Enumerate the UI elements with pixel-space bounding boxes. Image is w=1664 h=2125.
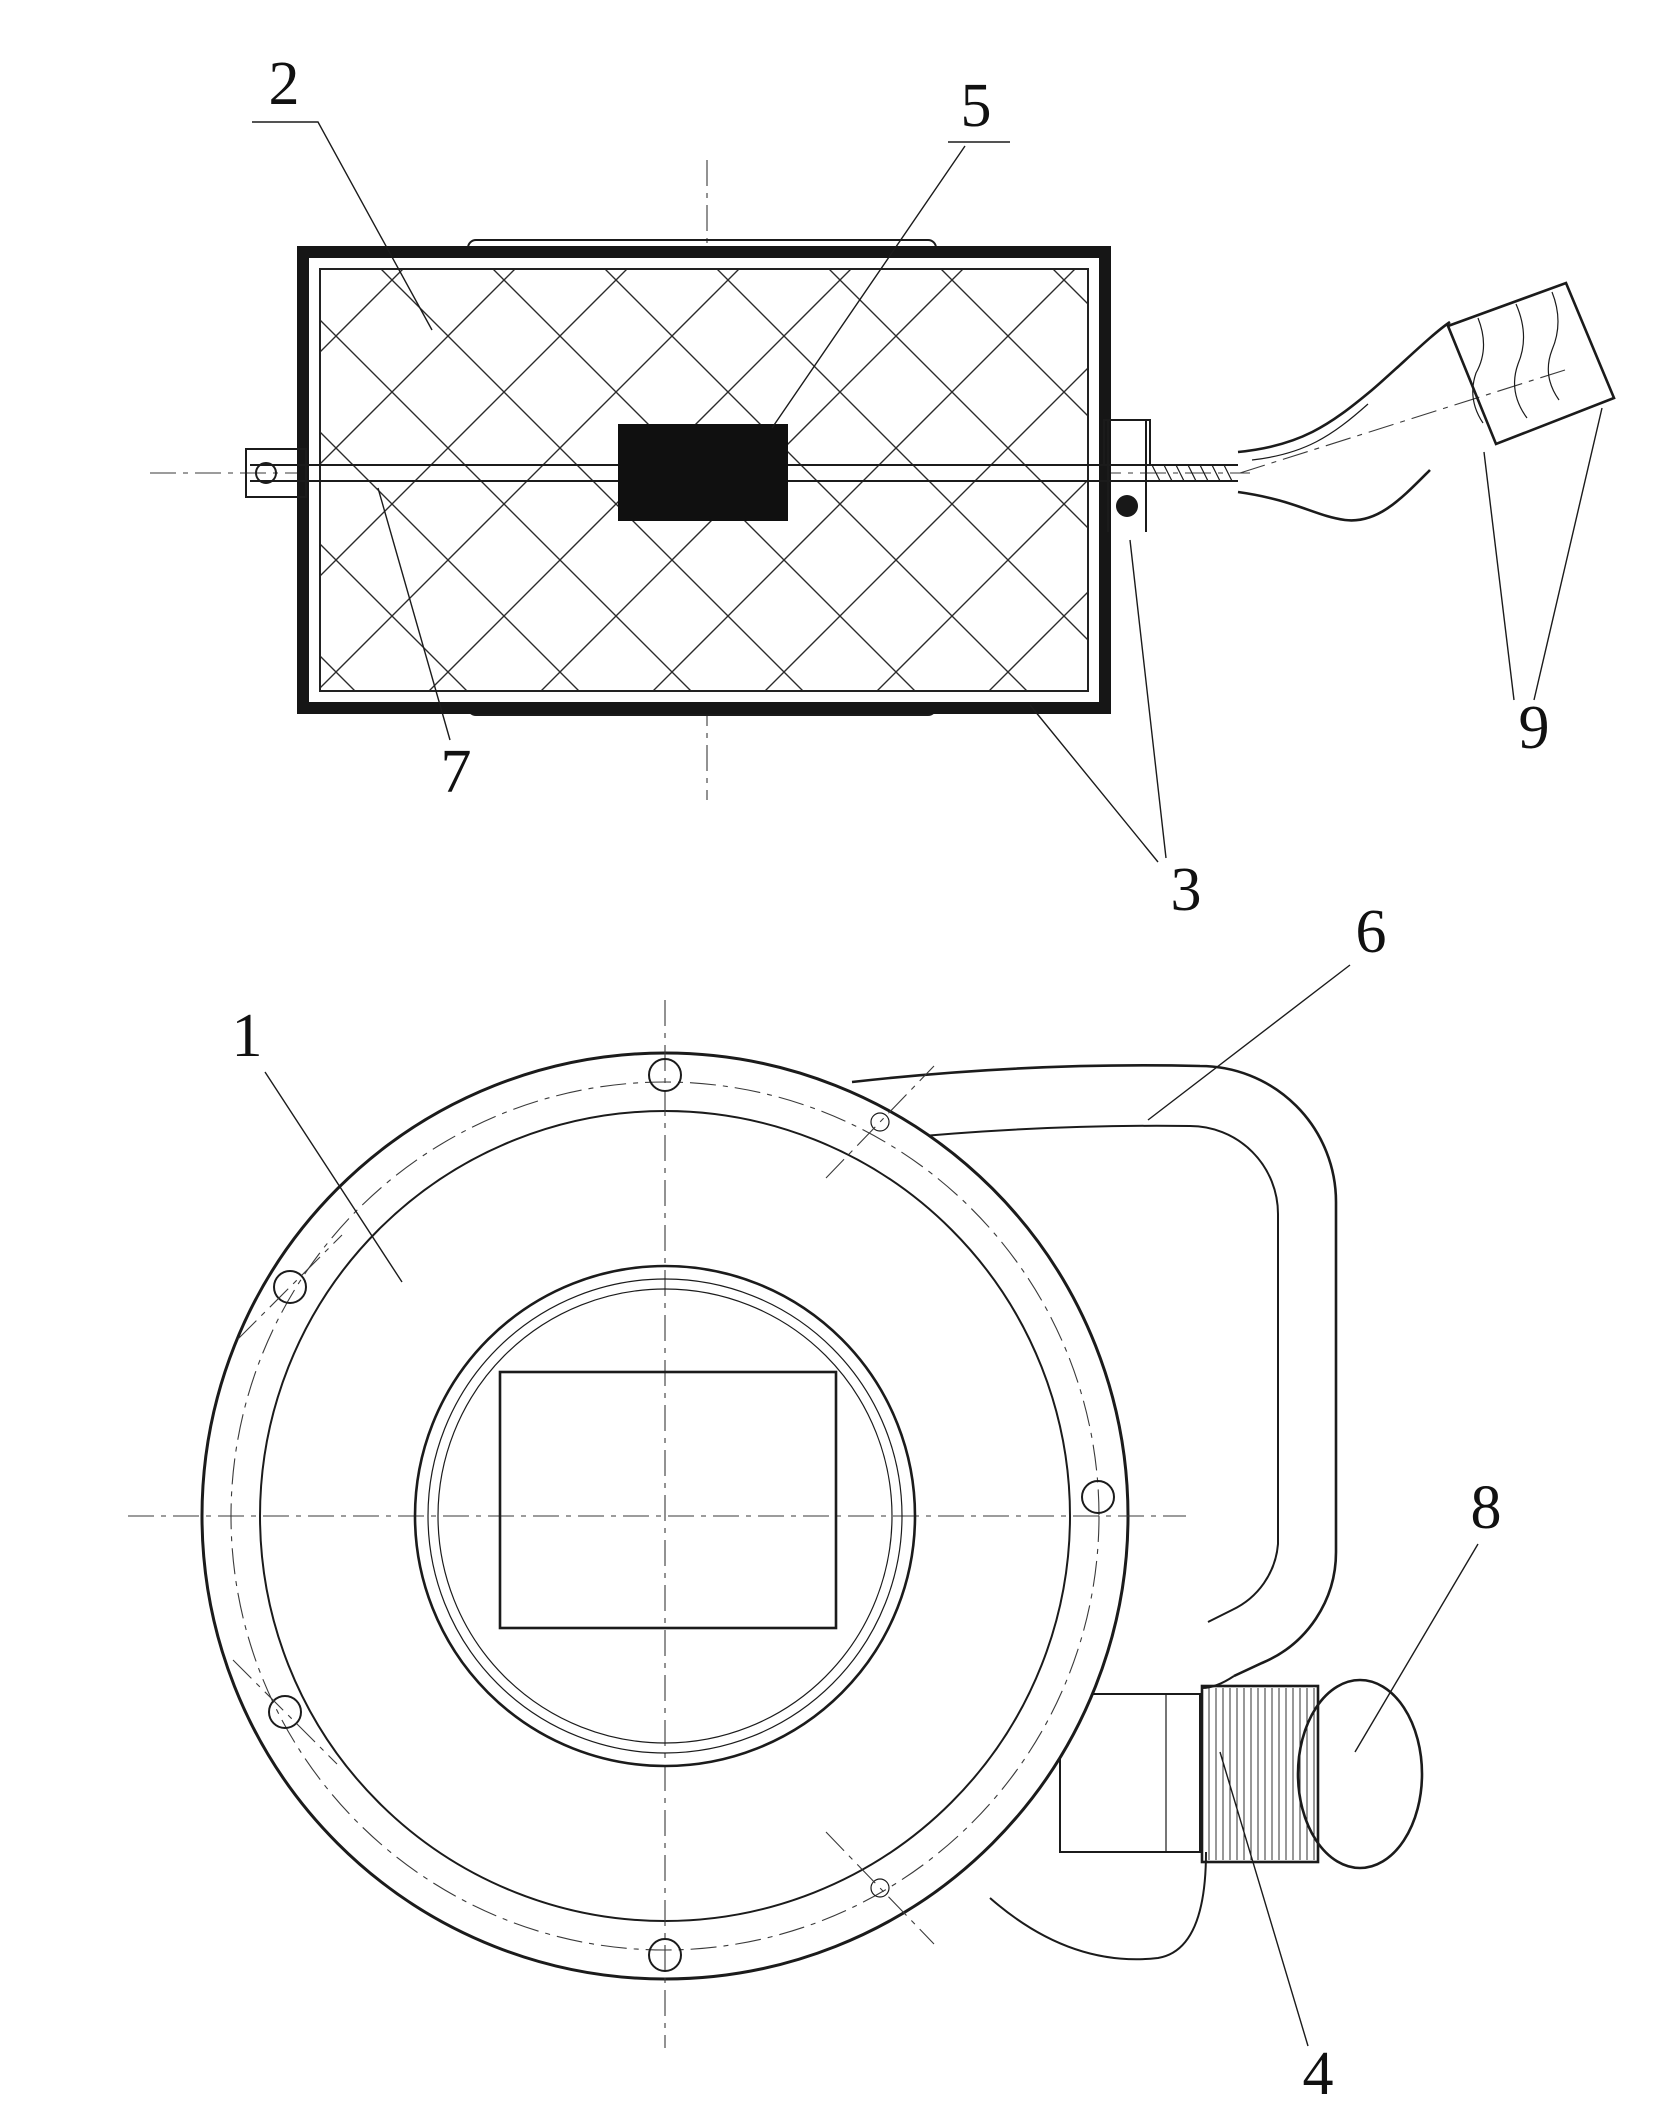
leader-6 <box>1147 964 1351 1121</box>
clamp-nut <box>1116 495 1138 517</box>
knurl-ribs <box>1208 1688 1315 1860</box>
bolt-hole <box>1081 1480 1115 1514</box>
front-view-drawing: 1 6 8 4 <box>128 898 1502 2108</box>
clamp-plate <box>1103 419 1151 466</box>
bolt-hole <box>648 1058 682 1092</box>
callout-6: 6 <box>1356 898 1387 966</box>
small-hole <box>870 1878 890 1898</box>
window-rect <box>498 1370 838 1630</box>
leader-9 <box>1483 407 1603 701</box>
lower-housing <box>989 1851 1207 1961</box>
lens-assembly <box>413 1264 917 1768</box>
leader-8 <box>1354 1543 1479 1753</box>
nozzle-centerline <box>1239 369 1566 474</box>
top-view-drawing: 2 5 7 3 9 <box>150 50 1616 924</box>
nozzle-pad <box>1446 281 1616 446</box>
outlet-clamp <box>1103 419 1151 532</box>
lens-ring-inner <box>437 1288 893 1744</box>
knob <box>1200 1678 1424 1870</box>
knob-end-disc <box>1296 1678 1424 1870</box>
shaft-end-bracket <box>245 448 307 498</box>
callout-7: 7 <box>441 738 472 806</box>
nozzle-tube <box>1237 320 1451 522</box>
bolt-hole <box>268 1695 302 1729</box>
callout-8: 8 <box>1471 1474 1502 1542</box>
leader-3 <box>1029 539 1167 863</box>
bolt-hole <box>648 1938 682 1972</box>
hole-tick-marks <box>232 1065 935 1945</box>
pad-hatch-squiggles <box>1472 291 1560 424</box>
centerlines-front <box>128 1000 1186 2048</box>
pad-outline <box>1446 281 1616 446</box>
nozzle-inner-wall <box>1251 403 1369 461</box>
leader-1 <box>264 1071 403 1283</box>
callouts-front: 1 6 8 4 <box>232 898 1502 2108</box>
bolt-holes <box>232 1058 1115 1972</box>
leader-4 <box>1219 1751 1309 2047</box>
handle-inner-line <box>879 1124 1279 1623</box>
nozzle-lower-wall <box>1237 469 1431 522</box>
callout-5: 5 <box>961 72 992 140</box>
shaft-end-pin <box>255 462 277 484</box>
leader-5 <box>771 141 1010 429</box>
callout-1: 1 <box>232 1002 263 1070</box>
knob-stem <box>1059 1693 1201 1853</box>
small-hole <box>870 1112 890 1132</box>
bolt-hole <box>273 1270 307 1304</box>
nozzle-upper-wall <box>1237 320 1451 454</box>
leader-2 <box>252 121 433 331</box>
callout-3: 3 <box>1171 856 1202 924</box>
leader-7 <box>377 487 451 741</box>
knurl-body <box>1200 1684 1320 1864</box>
callouts-top: 2 5 7 3 9 <box>252 50 1603 924</box>
core-block <box>618 424 788 521</box>
handle-outer-line <box>851 1064 1338 1678</box>
stem-block <box>1059 1693 1201 1853</box>
shaft-thread-hatch <box>1151 464 1233 482</box>
lens-ring-outer <box>413 1264 917 1768</box>
callout-9: 9 <box>1519 694 1550 762</box>
clamp-arms <box>1107 420 1147 532</box>
callout-2: 2 <box>269 50 300 118</box>
callout-4: 4 <box>1303 2040 1334 2108</box>
lens-ring-middle <box>427 1278 903 1754</box>
